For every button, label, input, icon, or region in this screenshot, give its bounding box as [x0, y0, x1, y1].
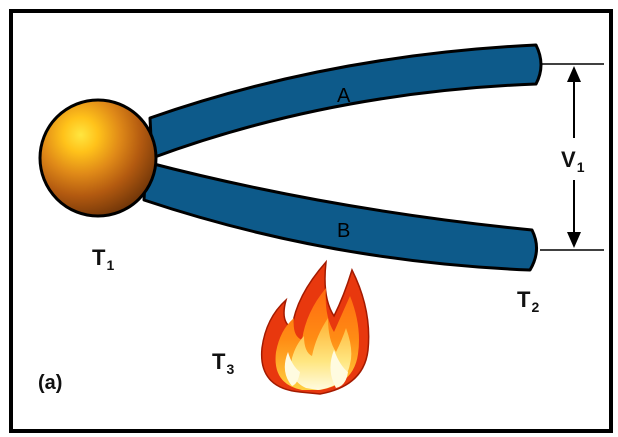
flame-icon — [260, 259, 370, 395]
voltage-symbol: V — [561, 147, 576, 172]
junction-cold-subscript: 2 — [531, 299, 540, 315]
arrow-up-icon — [567, 66, 581, 82]
wire-b — [142, 160, 538, 272]
junction-hot-label: T1 — [92, 245, 115, 273]
junction-ball — [38, 98, 158, 218]
wire-a — [148, 43, 543, 160]
voltage-subscript: 1 — [576, 159, 585, 175]
arrow-down-icon — [567, 232, 581, 248]
voltage-indicator — [540, 63, 604, 251]
panel-caption: (a) — [38, 372, 63, 394]
junction-hot-subscript: 1 — [106, 257, 115, 273]
wire-b-label: B — [337, 220, 351, 242]
junction-cold-symbol: T — [517, 287, 531, 312]
wire-a-label: A — [337, 85, 351, 107]
voltage-label: V1 — [561, 147, 585, 175]
flame-symbol: T — [212, 349, 226, 374]
junction-cold-label: T2 — [517, 287, 540, 315]
junction-hot-symbol: T — [92, 245, 106, 270]
flame-label: T3 — [212, 349, 235, 377]
flame-subscript: 3 — [226, 361, 235, 377]
